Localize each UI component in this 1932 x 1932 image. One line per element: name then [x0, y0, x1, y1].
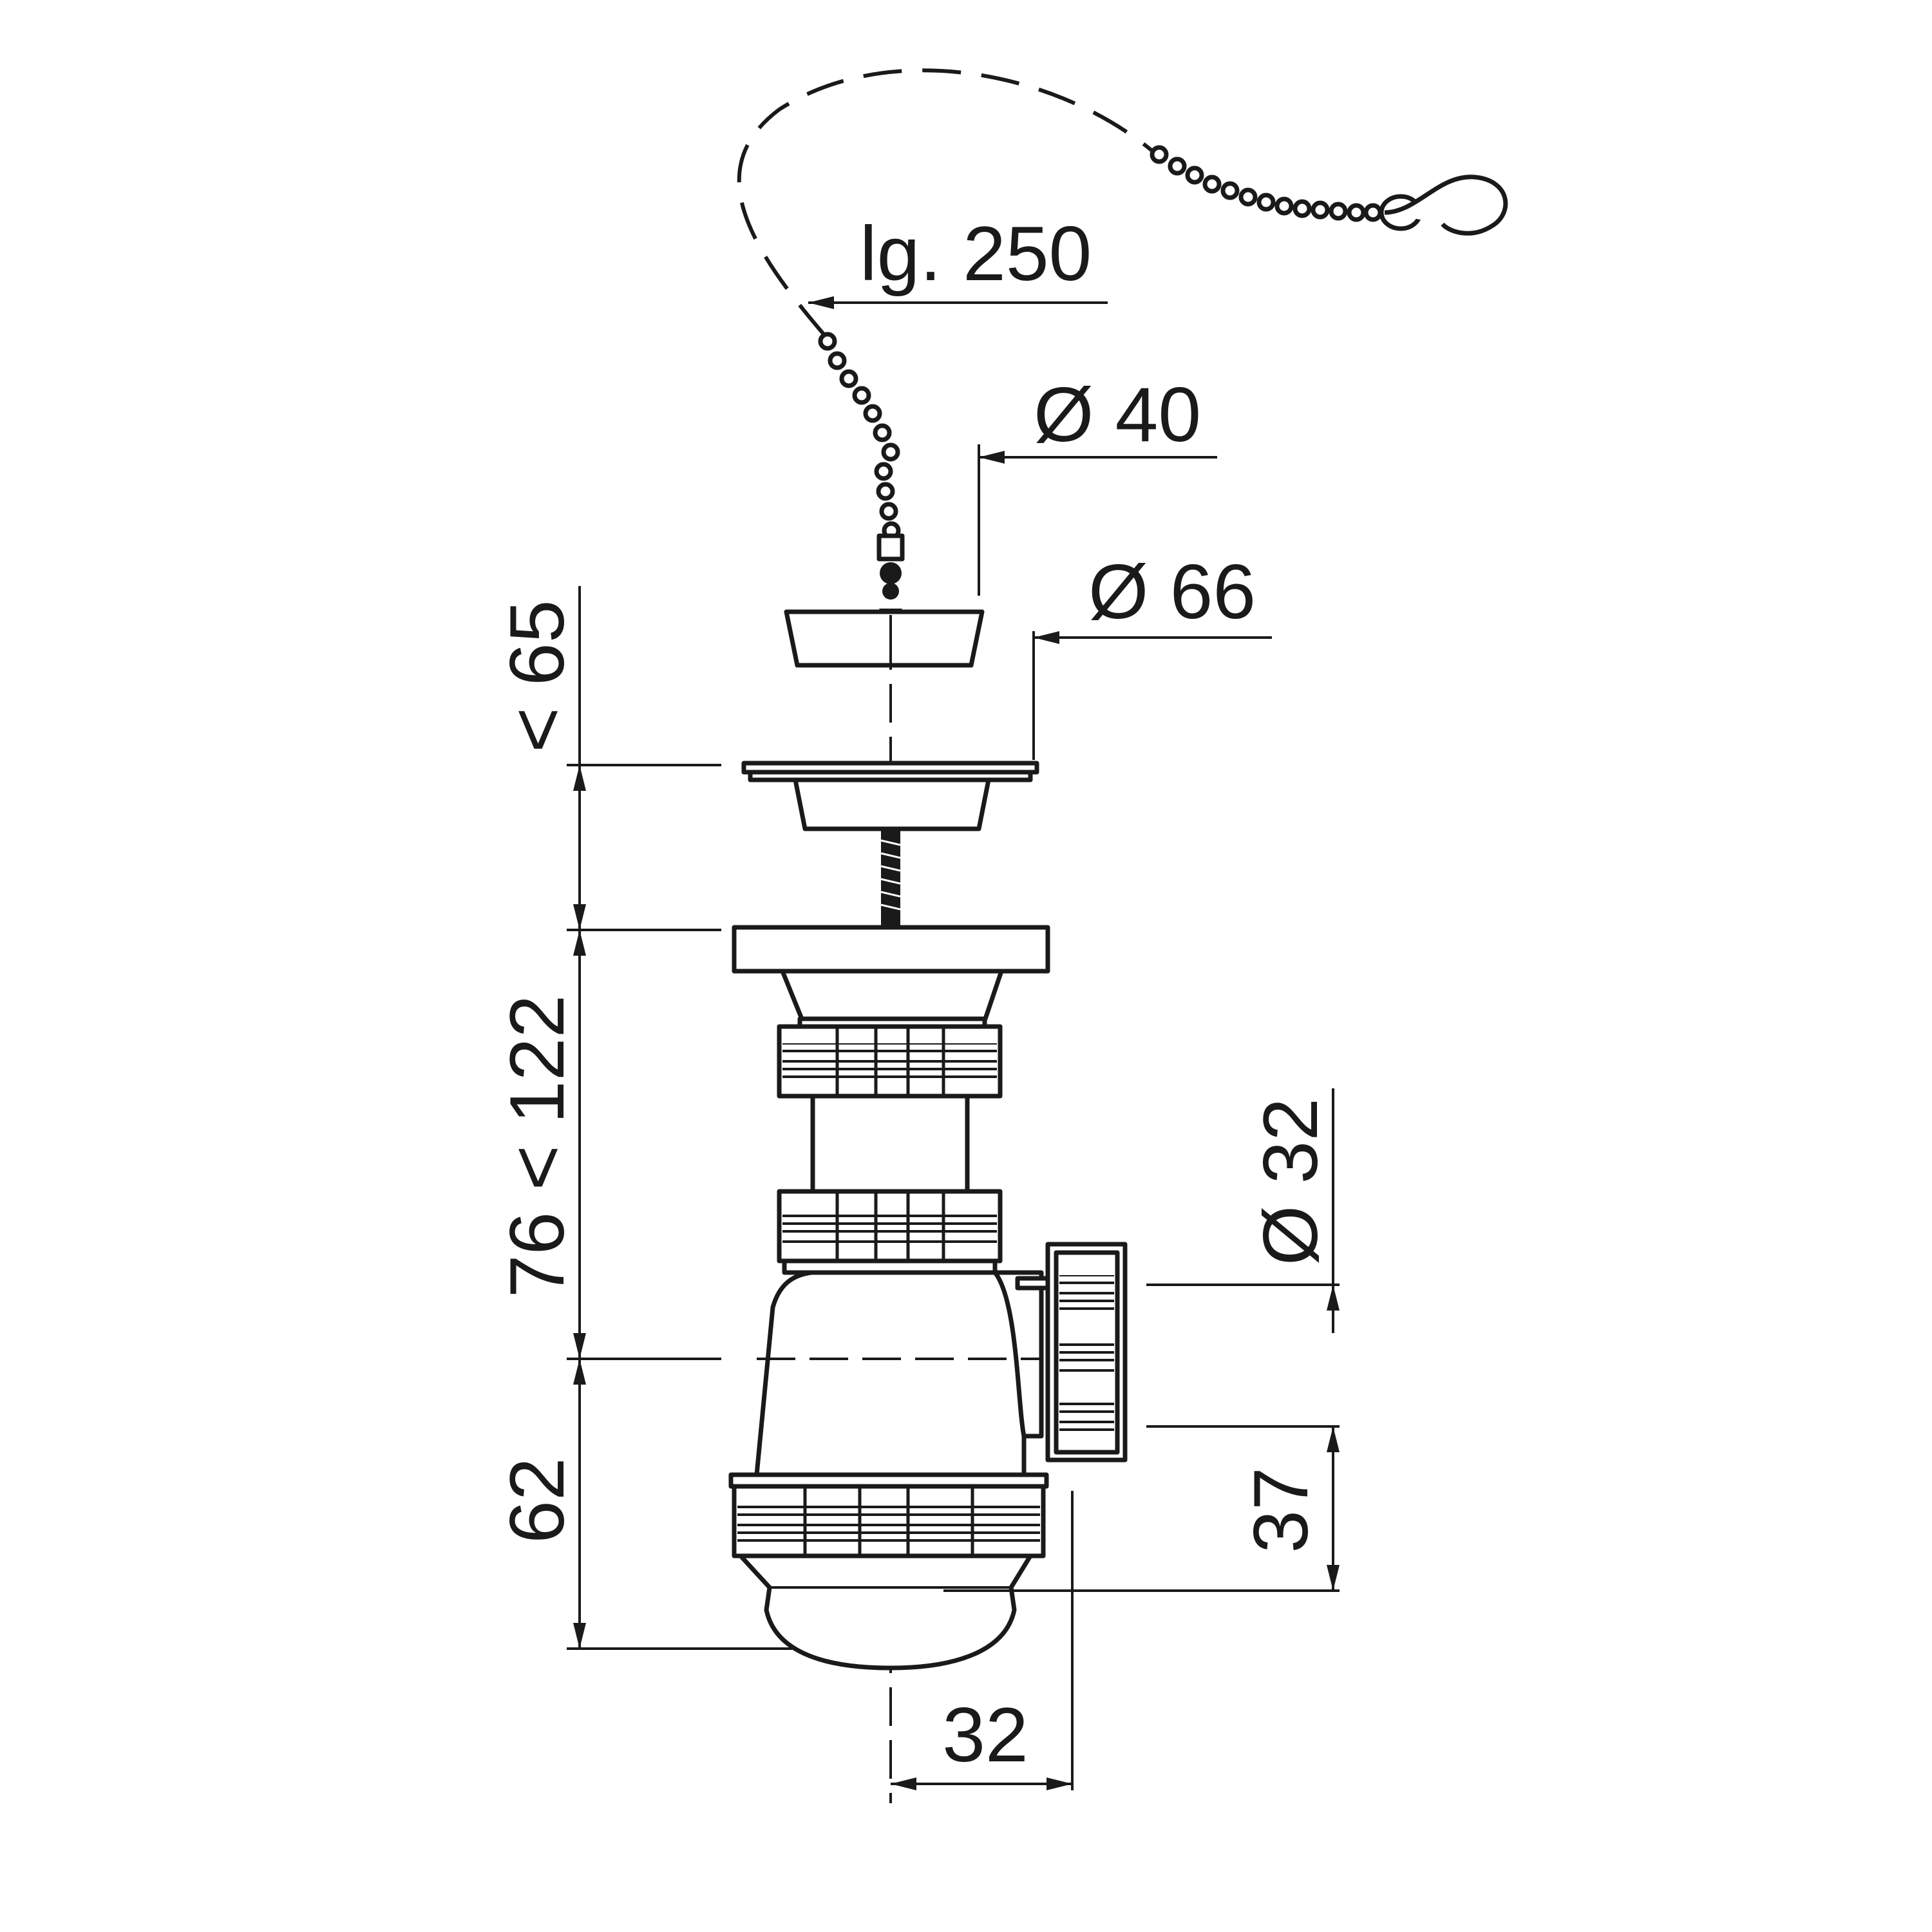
outlet-nut	[1045, 1242, 1128, 1463]
stopper-diameter-label: Ø 40	[1034, 372, 1201, 458]
dimension-labels: lg. 250 Ø 40 Ø 66 < 65 76 < 122 62 Ø 32 …	[494, 211, 1334, 1778]
tailpiece-cone	[780, 969, 1004, 1021]
chain	[737, 68, 1508, 615]
stopper-height-label: < 65	[494, 600, 580, 753]
adjustable-height-label: 76 < 122	[494, 995, 580, 1298]
chain-links-right	[1150, 145, 1383, 222]
strainer-basket	[793, 777, 991, 831]
strainer	[741, 761, 1039, 831]
outlet-neck	[1015, 1276, 1050, 1291]
outlet-offset-label: 32	[942, 1692, 1028, 1778]
chain-swivel	[876, 533, 905, 615]
chain-length-label: lg. 250	[860, 211, 1092, 297]
chain-dashed-path	[737, 68, 1154, 336]
extension-lines	[567, 444, 1340, 1790]
bottom-height-label: 62	[494, 1457, 580, 1543]
screw	[880, 829, 901, 927]
chain-links-left	[818, 332, 901, 540]
s-hook-icon	[1379, 175, 1508, 236]
outlet-diameter-label: Ø 32	[1247, 1098, 1334, 1265]
lower-flange	[732, 925, 1050, 974]
bottom-nut	[728, 1472, 1049, 1558]
outlet-height-label: 37	[1238, 1467, 1324, 1553]
dimension-lines	[573, 296, 1340, 1790]
plug-stopper	[784, 609, 985, 668]
trap-body	[754, 1270, 1050, 1477]
bottom-cup	[738, 1553, 1033, 1671]
extension-tube	[810, 1094, 970, 1194]
upper-nut	[777, 1024, 1003, 1099]
middle-nut	[777, 1189, 1003, 1264]
strainer-diameter-label: Ø 66	[1088, 549, 1256, 635]
